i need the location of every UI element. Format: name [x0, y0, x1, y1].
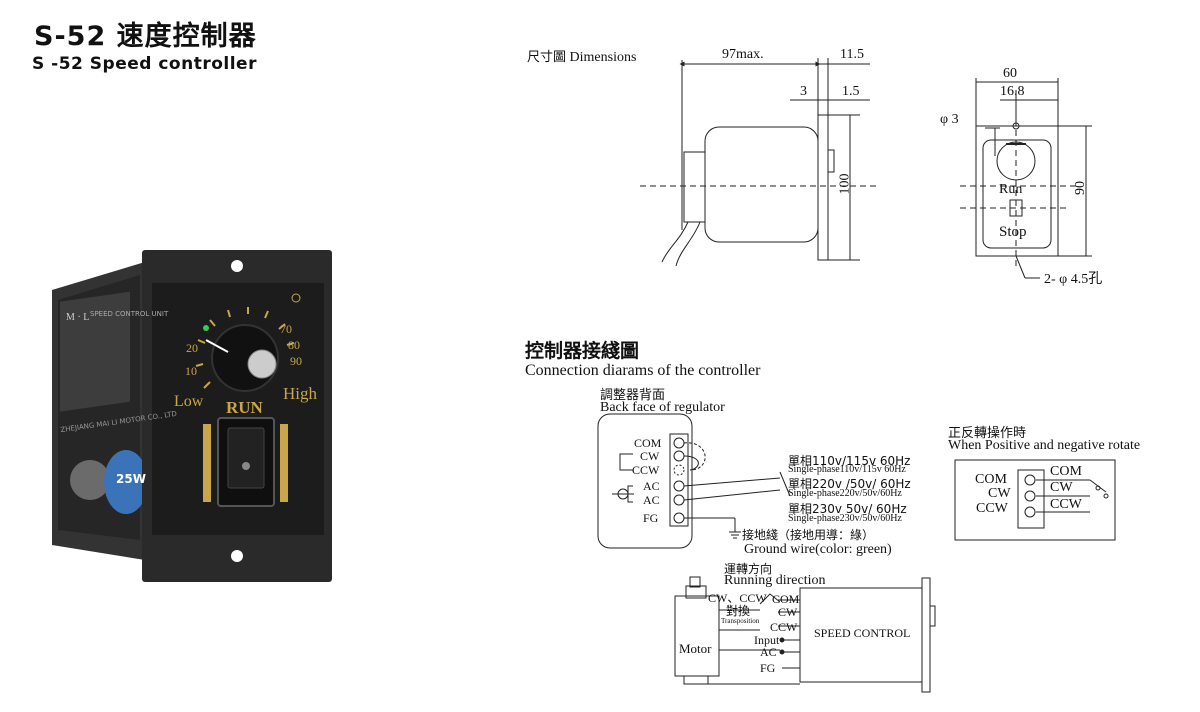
- front-stop-label: Stop: [999, 224, 1027, 240]
- dim-front-offset: 16.8: [1000, 84, 1025, 99]
- back-terminal-block: [669, 433, 689, 527]
- back-face-en: Back face of regulator: [600, 400, 725, 415]
- back-face-cn: 調整器背面: [600, 388, 666, 403]
- front-view-plate: [975, 125, 1059, 257]
- motor-term-com: COM: [772, 592, 800, 606]
- dim-gap: 3: [800, 84, 807, 99]
- running-cn: 運轉方向: [724, 562, 773, 576]
- swap-cn: 對換: [726, 604, 751, 618]
- motor-body: [674, 595, 720, 677]
- ground-cn: 接地綫（接地用導：綠）: [742, 528, 875, 542]
- dial-low-label: Low: [174, 393, 204, 410]
- front-run-label: Run: [999, 182, 1023, 197]
- power-3-en: Single-phase230v/50v/60Hz: [788, 513, 902, 524]
- dial-tick-20: 20: [186, 341, 198, 355]
- back-face-drawing: [597, 413, 791, 549]
- power-2-cn: 單相220v /50v/ 60Hz: [788, 477, 911, 491]
- motor-term-fg: FG: [760, 661, 776, 675]
- motor-controller-drawing: [674, 576, 936, 693]
- dial-tick-70: 70: [280, 322, 292, 336]
- terminal-fg: FG: [643, 511, 659, 525]
- power-badge-circle: [104, 450, 148, 514]
- power-3-cn: 單相230v 50v/ 60Hz: [788, 502, 907, 516]
- rotate-left-cw: CW: [988, 486, 1011, 501]
- dim-flange: 11.5: [840, 47, 864, 62]
- terminal-com: COM: [634, 436, 662, 450]
- rotate-left-ccw: CCW: [976, 501, 1008, 516]
- rotate-switch-drawing: [954, 459, 1116, 541]
- motor-label: Motor: [679, 641, 712, 656]
- dim-front-height: 90: [1073, 181, 1088, 195]
- wiring-heading-cn: 控制器接綫圖: [525, 340, 640, 362]
- switch-indicator: [242, 462, 250, 470]
- dim-front-hole: φ 3: [940, 112, 959, 127]
- dial-high-label: High: [283, 384, 317, 403]
- dim-plate: 1.5: [842, 84, 860, 99]
- swap-en: Transposition: [721, 617, 760, 625]
- rotate-en: When Positive and negative rotate: [948, 438, 1141, 453]
- ground-en: Ground wire(color: green): [744, 542, 892, 557]
- power-1-cn: 單相110v/115v 60Hz: [788, 454, 911, 468]
- running-en: Running direction: [724, 573, 826, 588]
- product-panel-text: SPEED CONTROL UNIT: [90, 310, 169, 318]
- side-view-plate: [817, 114, 829, 261]
- side-view-drawing: [640, 58, 880, 267]
- front-view-drawing: [960, 78, 1092, 279]
- speed-controller-product: [52, 250, 332, 582]
- switch-guard-left: [203, 424, 211, 502]
- back-face-outline: [597, 413, 693, 549]
- dial-tick-90: 90: [290, 354, 302, 368]
- side-view-shaft: [683, 151, 706, 223]
- motor-term-ac: AC: [760, 645, 777, 659]
- terminal-ac-2: AC: [643, 493, 660, 507]
- power-led: [203, 325, 209, 331]
- dim-height: 100: [837, 173, 853, 195]
- motor-term-input: Input: [754, 633, 780, 647]
- side-label-plate: [60, 291, 130, 412]
- dim-length: 97max.: [722, 47, 764, 62]
- rotate-right-com: COM: [1050, 464, 1082, 479]
- dim-front-holes: 2- φ 4.5孔: [1044, 272, 1103, 287]
- product-brand: M · L: [66, 312, 90, 323]
- motor-term-cw: CW: [778, 605, 798, 619]
- dial-pointer: [205, 339, 229, 353]
- dial-tick-10: 10: [185, 364, 197, 378]
- controller-label: SPEED CONTROL: [814, 626, 911, 640]
- side-view-body: [704, 126, 819, 243]
- dial-run-label: RUN: [226, 398, 263, 417]
- mount-hole-top: [231, 260, 243, 272]
- side-knob-hole: [70, 460, 110, 500]
- page-title-cn: S-52 速度控制器: [34, 21, 257, 52]
- power-1-en: Single-phase110v/115v 60Hz: [788, 464, 906, 475]
- dimensions-heading: 尺寸圖 Dimensions: [527, 50, 637, 65]
- front-view-panel: [982, 139, 1052, 249]
- rotate-cn: 正反轉操作時: [948, 426, 1027, 441]
- wiring-heading-en: Connection diarams of the controller: [525, 362, 761, 379]
- rotate-right-ccw: CCW: [1050, 497, 1082, 512]
- motor-term-ccw: CCW: [770, 620, 798, 634]
- dim-front-width: 60: [1003, 66, 1017, 81]
- rotate-right-cw: CW: [1050, 480, 1073, 495]
- terminal-cw: CW: [640, 449, 660, 463]
- swap-top: CW、CCW: [708, 591, 767, 605]
- mount-hole-bottom: [231, 550, 243, 562]
- rotate-left-com: COM: [975, 472, 1007, 487]
- rotate-outline: [954, 459, 1116, 541]
- page-title-en: S -52 Speed controller: [32, 54, 257, 74]
- switch-guard-right: [280, 424, 288, 502]
- rotate-terminal-block: [1017, 469, 1045, 529]
- cert-mark: [291, 293, 301, 303]
- terminal-ac-1: AC: [643, 479, 660, 493]
- power-2-en: Single-phase220v/50v/60Hz: [788, 488, 902, 499]
- dial-scale-ticks: [195, 307, 295, 389]
- terminal-ccw: CCW: [632, 463, 660, 477]
- power-badge-text: 25W: [116, 472, 146, 486]
- dial-tick-80: 80: [288, 338, 300, 352]
- dial-knob-cap[interactable]: [247, 349, 277, 379]
